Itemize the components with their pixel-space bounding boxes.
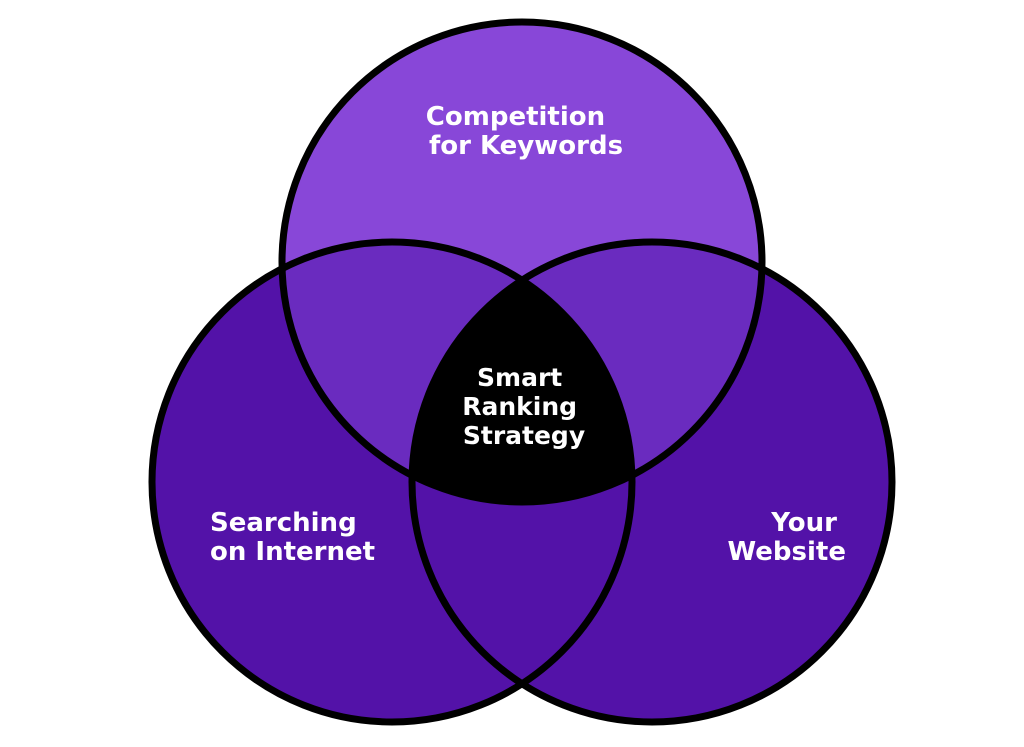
label-top: Competition for Keywords bbox=[426, 102, 623, 161]
label-right-line-1: Your bbox=[770, 508, 837, 538]
outline-left bbox=[148, 238, 636, 726]
label-center: Smart Ranking Strategy bbox=[462, 363, 586, 450]
label-center-line-1: Smart bbox=[477, 363, 562, 392]
label-right: Your Website bbox=[728, 508, 846, 567]
label-left-line-1: Searching bbox=[210, 508, 357, 538]
label-left: Searching on Internet bbox=[210, 508, 375, 567]
label-center-line-3: Strategy bbox=[463, 421, 585, 450]
label-top-line-1: Competition bbox=[426, 102, 605, 132]
outline-right bbox=[408, 238, 896, 726]
label-center-line-2: Ranking bbox=[462, 392, 577, 421]
label-right-line-2: Website bbox=[728, 537, 846, 567]
center-intersection bbox=[412, 242, 632, 502]
outline-top bbox=[278, 18, 766, 506]
label-top-line-2: for Keywords bbox=[429, 131, 623, 161]
label-left-line-2: on Internet bbox=[210, 537, 375, 567]
